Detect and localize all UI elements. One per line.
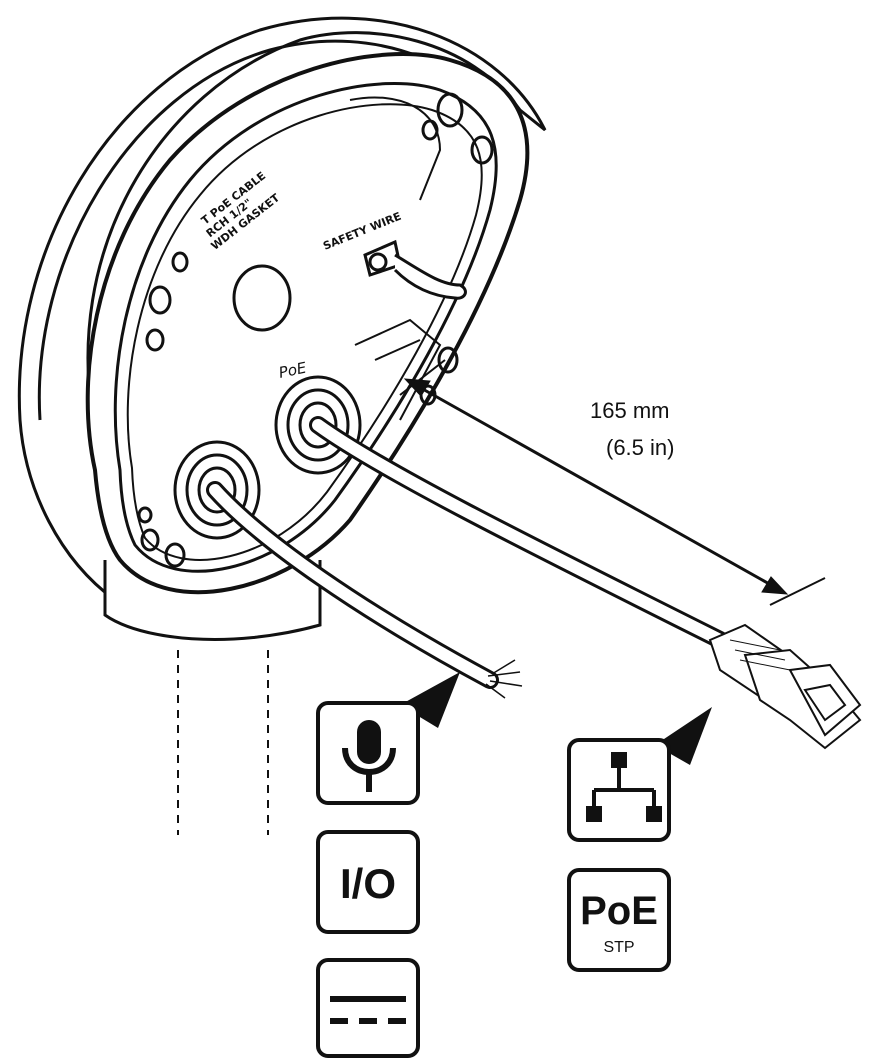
network-callout xyxy=(567,707,712,842)
power-callout xyxy=(316,958,420,1058)
poe-cable xyxy=(309,416,729,649)
safety-wire-hook xyxy=(363,239,467,300)
microphone-icon xyxy=(342,720,396,792)
dimension-line xyxy=(399,359,826,606)
screw-holes xyxy=(137,92,494,568)
poe-callout: PoE STP xyxy=(567,868,671,972)
rj45-connector xyxy=(708,623,862,750)
mount-guide-lines xyxy=(177,650,269,835)
dimension-in: (6.5 in) xyxy=(606,435,674,460)
cable-grommet-plug xyxy=(232,264,292,332)
poe-icon-label: PoE xyxy=(580,889,658,933)
dc-power-icon xyxy=(330,996,406,1024)
network-icon xyxy=(586,752,662,822)
io-callout: I/O xyxy=(316,830,420,934)
poe-icon-sublabel: STP xyxy=(603,939,634,956)
audio-callout xyxy=(316,672,460,805)
dimension-mm: 165 mm xyxy=(590,398,669,423)
io-cable xyxy=(206,481,523,699)
poe-port-label: PoE xyxy=(277,358,308,381)
io-icon-label: I/O xyxy=(340,860,396,907)
